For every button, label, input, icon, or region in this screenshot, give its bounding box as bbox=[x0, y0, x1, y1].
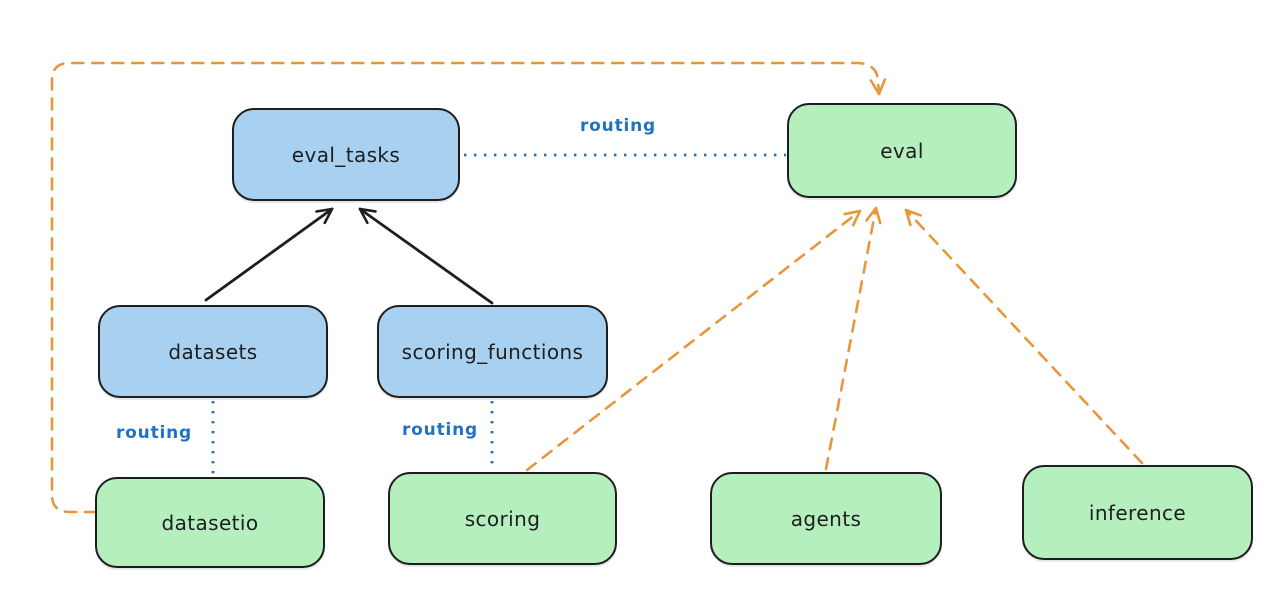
edge-scoring-to-eval bbox=[525, 209, 862, 472]
node-scoring: scoring bbox=[388, 472, 617, 565]
node-agents-label: agents bbox=[790, 506, 862, 531]
node-scoring-label: scoring bbox=[464, 506, 541, 531]
edge-label-routing-eval: routing bbox=[580, 116, 656, 136]
node-datasetio-label: datasetio bbox=[161, 510, 259, 535]
node-inference: inference bbox=[1022, 465, 1253, 560]
node-datasets: datasets bbox=[98, 305, 328, 398]
node-scoring-functions-label: scoring_functions bbox=[401, 339, 584, 364]
edge-agents-to-eval bbox=[824, 206, 882, 471]
node-datasetio: datasetio bbox=[95, 477, 325, 568]
node-inference-label: inference bbox=[1088, 500, 1187, 525]
node-scoring-functions: scoring_functions bbox=[377, 305, 608, 398]
edge-label-routing-scoring: routing bbox=[402, 420, 478, 440]
node-eval: eval bbox=[787, 103, 1017, 198]
node-eval-tasks: eval_tasks bbox=[232, 108, 460, 201]
edge-label-routing-datasetio: routing bbox=[116, 423, 192, 443]
node-agents: agents bbox=[710, 472, 942, 565]
node-eval-label: eval bbox=[880, 138, 924, 163]
edge-scoring-functions-to-eval-tasks bbox=[358, 207, 494, 305]
node-eval-tasks-label: eval_tasks bbox=[291, 142, 401, 167]
edge-inference-to-eval bbox=[904, 208, 1144, 465]
edge-datasetio-to-eval bbox=[50, 61, 887, 514]
node-datasets-label: datasets bbox=[168, 339, 258, 364]
edge-datasets-to-eval-tasks bbox=[204, 207, 334, 302]
